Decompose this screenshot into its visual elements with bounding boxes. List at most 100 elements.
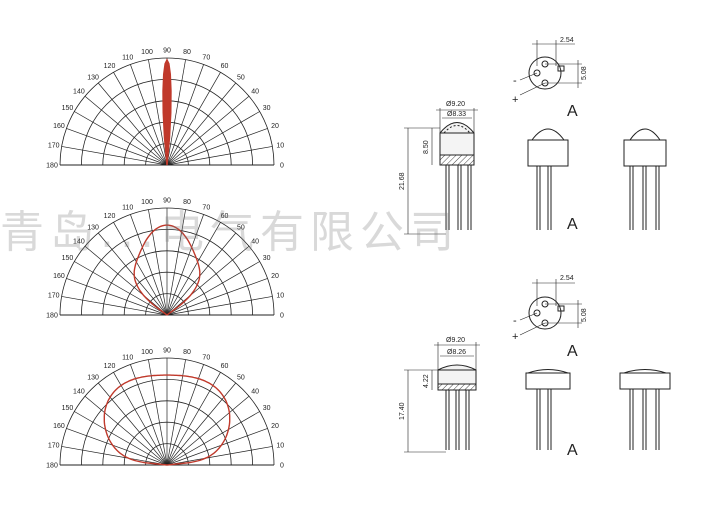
polar-spoke (166, 411, 260, 466)
polar-angle-label: 170 (48, 143, 60, 150)
polarity-minus-1: - (513, 75, 517, 87)
dim-inner-dia-2: Ø8.26 (447, 349, 466, 356)
polar-angle-label: 10 (276, 143, 284, 150)
polar-spoke (166, 128, 268, 166)
top-view-short (519, 279, 582, 336)
polar-angle-label: 170 (48, 443, 60, 450)
polar-spoke (166, 146, 273, 166)
polar-spoke (61, 446, 168, 466)
drawing-1-labels: Ø9.20 Ø8.33 8.50 21.68 2.54 5.08 - + A A (399, 37, 588, 233)
polar-spoke (166, 64, 204, 166)
polar-angle-label: 180 (46, 463, 58, 470)
polar-angle-label: 110 (122, 204, 133, 211)
polar-angle-label: 70 (202, 204, 210, 211)
view-label-a-1b: A (567, 216, 578, 233)
polar-angle-label: 120 (104, 363, 116, 370)
section-view-short (404, 342, 480, 453)
polar-spoke (148, 359, 168, 466)
dim-offset-2: 5.08 (581, 308, 588, 322)
polar-spoke (166, 232, 237, 316)
polar-angle-label: 10 (276, 293, 284, 300)
polar-angle-label: 100 (141, 199, 153, 206)
polar-spoke (166, 72, 221, 166)
polar-beam-curve-wide (103, 374, 231, 466)
polar-angle-label: 140 (73, 89, 85, 96)
polar-angle-label: 180 (46, 313, 58, 320)
polar-angle-label: 150 (62, 405, 74, 412)
polar-angle-label: 60 (221, 213, 229, 220)
polar-angle-label: 40 (251, 239, 259, 246)
polar-angle-label: 80 (183, 49, 191, 56)
polar-spoke (113, 72, 168, 166)
polar-spoke (166, 446, 273, 466)
dim-outer-dia-2: Ø9.20 (446, 337, 465, 344)
polar-spoke (113, 222, 168, 316)
polar-spoke (148, 209, 168, 316)
polar-spoke (166, 95, 250, 166)
dim-outer-dia-1: Ø9.20 (446, 101, 465, 108)
polar-spoke (166, 214, 204, 316)
polar-angle-label: 70 (202, 354, 210, 361)
polar-angle-label: 160 (53, 273, 65, 280)
polar-angle-label: 100 (141, 349, 153, 356)
polar-angle-label: 80 (183, 199, 191, 206)
polar-angle-label: 90 (163, 198, 171, 205)
polar-spoke (166, 359, 186, 466)
polar-spoke (130, 214, 168, 316)
polar-angle-label: 50 (237, 374, 245, 381)
polar-spoke (84, 245, 168, 316)
polar-spoke (74, 261, 168, 316)
polar-angle-label: 50 (237, 74, 245, 81)
dim-cap-height-1: 8.50 (423, 140, 430, 154)
polar-angle-label: 160 (53, 123, 65, 130)
polar-spoke (113, 372, 168, 466)
polar-spoke (166, 111, 260, 166)
polar-spoke (166, 296, 273, 316)
polar-angle-label: 40 (251, 389, 259, 396)
polar-angle-label: 80 (183, 349, 191, 356)
polar-angle-label: 160 (53, 423, 65, 430)
polar-angle-label: 130 (87, 374, 99, 381)
dim-total-height-2: 17.40 (399, 402, 406, 420)
polar-angle-label: 60 (221, 363, 229, 370)
polar-angle-label: 140 (73, 239, 85, 246)
polar-spoke (97, 82, 168, 166)
polar-angle-label: 50 (237, 224, 245, 231)
polar-plot-wide: 0102030405060708090100110120130140150160… (46, 348, 284, 470)
polar-spoke (84, 95, 168, 166)
polar-angle-label: 150 (62, 255, 74, 262)
polar-angle-label: 10 (276, 443, 284, 450)
polar-spoke (130, 364, 168, 466)
polar-spoke (166, 395, 250, 466)
polar-spoke (61, 296, 168, 316)
polar-spoke (74, 111, 168, 166)
polar-spoke (97, 232, 168, 316)
dim-total-height-1: 21.68 (399, 172, 406, 190)
polar-spoke (166, 278, 268, 316)
polar-angle-label: 0 (280, 163, 284, 170)
polar-spoke (166, 261, 260, 316)
polar-spoke (130, 64, 168, 166)
polarity-plus-2: + (512, 331, 518, 343)
dim-inner-dia-1: Ø8.33 (447, 111, 466, 118)
polar-spoke (166, 245, 250, 316)
polar-angle-label: 110 (122, 54, 133, 61)
package-drawing-tall (404, 40, 667, 235)
polar-spoke (166, 372, 221, 466)
polar-angle-label: 100 (141, 49, 153, 56)
polar-angle-label: 140 (73, 389, 85, 396)
polar-angle-label: 70 (202, 54, 210, 61)
polar-angle-label: 0 (280, 313, 284, 320)
polar-angle-label: 130 (87, 74, 99, 81)
polarity-minus-2: - (513, 315, 517, 327)
polar-spoke (66, 128, 168, 166)
polar-angle-label: 130 (87, 224, 99, 231)
side-view-short-a (525, 369, 571, 450)
dim-pitch-1: 2.54 (560, 37, 574, 44)
polar-angle-label: 110 (122, 354, 133, 361)
polar-spoke (148, 59, 168, 166)
polar-angle-label: 120 (104, 63, 116, 70)
polar-angle-label: 20 (271, 123, 279, 130)
dim-pitch-2: 2.54 (560, 275, 574, 282)
